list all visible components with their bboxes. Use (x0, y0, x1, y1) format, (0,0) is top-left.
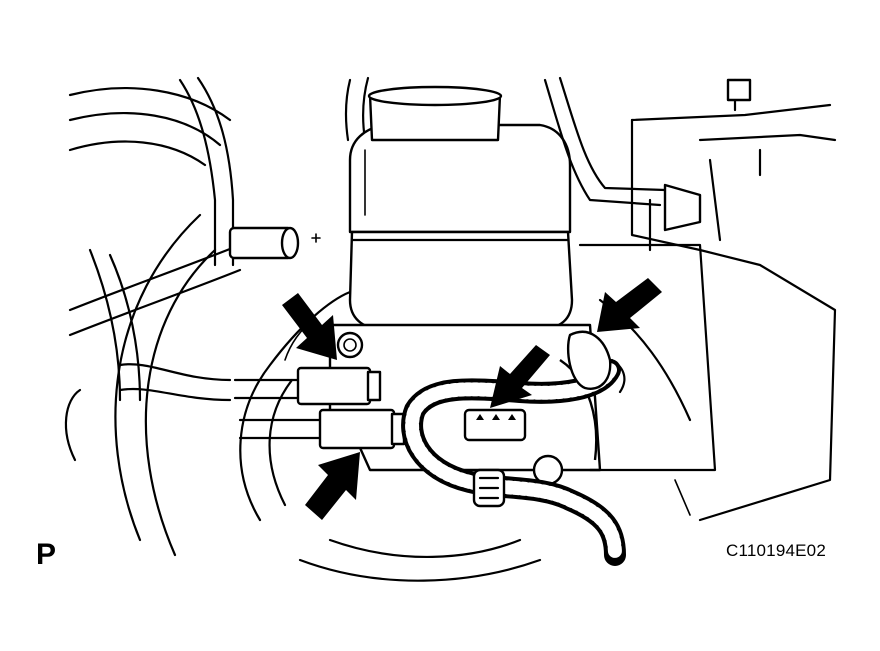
brake-line-nut-lower (318, 408, 396, 450)
check-valve-fitting (228, 226, 321, 260)
reservoir (348, 85, 574, 332)
figure-code: C110194E02 (726, 541, 826, 560)
arrow-icon (305, 452, 360, 520)
wiring-harness (401, 330, 626, 566)
right-bracket (543, 76, 837, 522)
callout-arrows (282, 278, 662, 520)
harness-connector (463, 408, 527, 442)
arrow-icon (282, 293, 337, 360)
arrow-icon (597, 278, 662, 332)
level-sensor-connector (566, 330, 612, 390)
arrow-icon (490, 345, 550, 408)
brake-line-nut-upper (296, 366, 372, 406)
view-label: P (36, 538, 57, 571)
left-hoses (64, 87, 242, 462)
master-cylinder-body (328, 323, 602, 486)
